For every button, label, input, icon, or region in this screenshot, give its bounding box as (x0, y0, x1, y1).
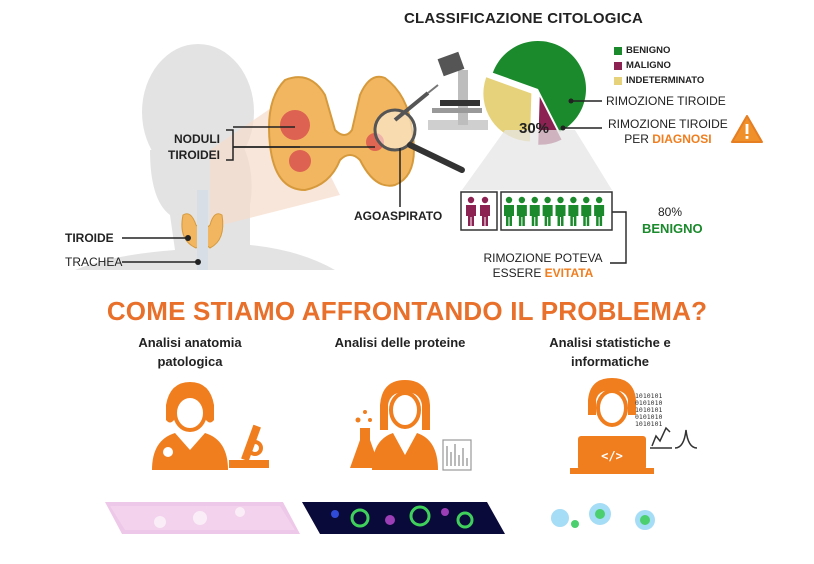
avoid-callout: RIMOZIONE POTEVA ESSERE EVITATA (478, 251, 608, 281)
main-title: COME STIAMO AFFRONTANDO IL PROBLEMA? (106, 296, 708, 326)
benign-word: BENIGNO (642, 221, 703, 236)
benign-person-icon (581, 196, 592, 226)
legend-item-maligno: MALIGNO (614, 58, 704, 73)
pie-chart (483, 41, 587, 145)
column-title-statistics-line1: Analisi statistiche e (549, 335, 671, 350)
column-title-pathology: Analisi anatomia patologica (100, 333, 280, 371)
callout-dot-1 (568, 98, 574, 104)
microscope-small-icon (229, 424, 269, 468)
flask-icon (350, 410, 380, 468)
legend-item-benigno: BENIGNO (614, 43, 704, 58)
callout-rimozione-diagnosi: RIMOZIONE TIROIDE PER DIAGNOSI (608, 117, 728, 147)
analyst-icon (570, 378, 654, 474)
benign-person-icon (516, 196, 527, 226)
code-symbol: </> (601, 449, 623, 463)
pie-slice-indeterminato (483, 77, 532, 142)
trachea-shape (197, 190, 208, 270)
legend-label-benigno: BENIGNO (626, 45, 671, 56)
nodule-1 (280, 110, 310, 140)
noduli-line2: TIROIDEI (168, 148, 221, 162)
tiroide-label: TIROIDE (65, 231, 114, 245)
protein-chart-icon (442, 439, 472, 471)
pathologist-icon (152, 382, 228, 470)
malignant-person-icon (480, 196, 490, 226)
binary-row: 1010101 (635, 420, 662, 428)
agoaspirato-label: AGOASPIRATO (354, 209, 443, 223)
trachea-label: TRACHEA (65, 255, 123, 269)
pie-callout-lines (563, 100, 627, 264)
stats-graph-icon (650, 426, 698, 449)
avoid-word: EVITATA (544, 266, 594, 280)
legend-swatch-benigno (614, 46, 622, 55)
chart-title: CLASSIFICAZIONE CITOLOGICA (404, 10, 644, 27)
syringe-icon (393, 84, 439, 122)
binary-row: 0101010 (635, 399, 662, 407)
scientist-icon (372, 380, 438, 470)
magnifier-icon (373, 108, 465, 173)
column-title-proteins: Analisi delle proteine (310, 333, 490, 352)
callout-dot-2 (560, 125, 566, 131)
anatomy-leader-lines (122, 126, 401, 263)
avoid-prefix: ESSERE (492, 266, 545, 280)
noduli-label: NODULI TIROIDEI (168, 131, 220, 163)
binary-row: 0101010 (635, 413, 662, 421)
zoom-cone (462, 130, 612, 190)
warning-icon (731, 115, 763, 143)
binary-row: 1010101 (635, 406, 662, 414)
column-title-pathology-line1: Analisi anatomia (138, 335, 242, 350)
legend-label-maligno: MALIGNO (626, 60, 671, 71)
callout-rimozione: RIMOZIONE TIROIDE (606, 94, 726, 108)
callout-rimozione-diagnosi-line2: PER DIAGNOSI (608, 132, 728, 147)
pie-slice-benigno (492, 41, 587, 132)
trachea-dot (195, 259, 201, 265)
callout-diagnosi-prefix: PER (624, 132, 653, 146)
binary-row: 1010101 (635, 392, 662, 400)
callout-diagnosi-word: DIAGNOSI (652, 132, 712, 146)
benign-person-icon (529, 196, 540, 226)
noduli-line1: NODULI (174, 132, 221, 146)
column-title-proteins-line1: Analisi delle proteine (334, 335, 466, 350)
column-title-statistics: Analisi statistiche e informatiche (520, 333, 700, 371)
benign-person-icon (555, 196, 566, 226)
microscope-icon (428, 51, 488, 130)
computational-image (520, 502, 706, 534)
histology-image (105, 502, 300, 534)
legend-swatch-indeterminato (614, 76, 622, 85)
benign-percent: 80% (658, 205, 683, 219)
legend-swatch-maligno (614, 61, 622, 70)
column-title-pathology-line2: patologica (157, 354, 223, 369)
malignant-person-icon (466, 196, 476, 226)
thyroid-small (181, 190, 224, 270)
fluorescence-image (302, 502, 505, 534)
avoid-line2: ESSERE EVITATA (478, 266, 608, 281)
benign-person-icon (504, 196, 514, 226)
legend-item-indeterminato: INDETERMINATO (614, 73, 704, 88)
callout-rimozione-diagnosi-line1: RIMOZIONE TIROIDE (608, 117, 728, 131)
avoid-line1: RIMOZIONE POTEVA (483, 251, 603, 265)
pie-legend: BENIGNO MALIGNO INDETERMINATO (614, 43, 704, 88)
benign-person-icon (542, 196, 553, 226)
benign-person-icon (594, 196, 605, 226)
nodule-2 (289, 150, 311, 172)
tiroide-dot (185, 235, 191, 241)
pie-percent-label: 30% (519, 120, 550, 137)
benign-person-icon (568, 196, 579, 226)
column-title-statistics-line2: informatiche (570, 354, 649, 369)
legend-label-indeterminato: INDETERMINATO (626, 75, 705, 86)
